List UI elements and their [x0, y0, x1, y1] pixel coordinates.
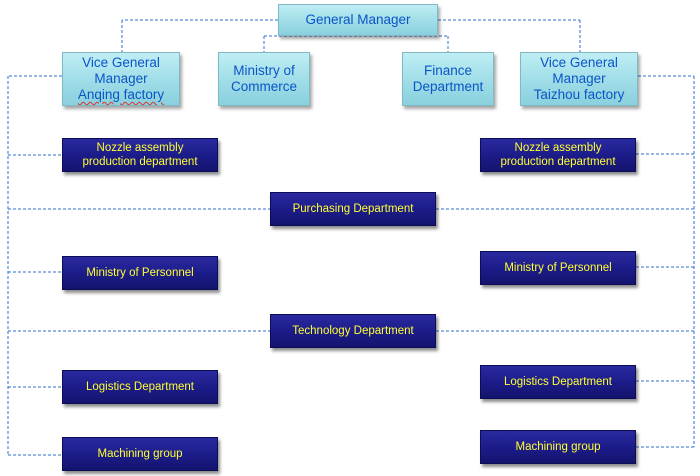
- right-nozzle-assembly-node[interactable]: Nozzle assembly production department: [480, 138, 636, 172]
- vgm-anqing-line1: Vice General: [82, 55, 160, 70]
- vgm-anqing-node[interactable]: Vice General Manager Anqing factory: [62, 52, 180, 106]
- right-logistics-label: Logistics Department: [503, 376, 613, 388]
- vgm-taizhou-line1: Vice General: [540, 55, 618, 70]
- finance-department-node[interactable]: Finance Department: [402, 52, 494, 106]
- ministry-commerce-line2: Commerce: [230, 79, 297, 94]
- vgm-taizhou-line2: Manager: [552, 71, 606, 86]
- technology-label: Technology Department: [292, 325, 414, 337]
- vgm-taizhou-node[interactable]: Vice General Manager Taizhou factory: [520, 52, 638, 106]
- left-nozzle-line1: Nozzle assembly: [96, 142, 184, 154]
- left-personnel-label: Ministry of Personnel: [86, 267, 194, 279]
- left-nozzle-line2: production department: [82, 156, 198, 168]
- right-ministry-personnel-node[interactable]: Ministry of Personnel: [480, 251, 636, 285]
- right-logistics-department-node[interactable]: Logistics Department: [480, 365, 636, 399]
- left-ministry-personnel-node[interactable]: Ministry of Personnel: [62, 256, 218, 290]
- purchasing-department-node[interactable]: Purchasing Department: [270, 192, 436, 226]
- vgm-taizhou-line3: Taizhou factory: [533, 87, 625, 102]
- left-logistics-label: Logistics Department: [85, 381, 195, 393]
- general-manager-label: General Manager: [305, 12, 411, 27]
- left-nozzle-assembly-node[interactable]: Nozzle assembly production department: [62, 138, 218, 172]
- right-personnel-label: Ministry of Personnel: [504, 262, 612, 274]
- purchasing-label: Purchasing Department: [292, 203, 414, 215]
- ministry-commerce-node[interactable]: Ministry of Commerce: [218, 52, 310, 106]
- left-logistics-department-node[interactable]: Logistics Department: [62, 370, 218, 404]
- finance-line1: Finance: [423, 63, 473, 78]
- right-machining-label: Machining group: [515, 441, 601, 453]
- left-machining-group-node[interactable]: Machining group: [62, 437, 218, 471]
- vgm-anqing-line2: Manager: [94, 71, 148, 86]
- right-nozzle-line1: Nozzle assembly: [514, 142, 602, 154]
- technology-department-node[interactable]: Technology Department: [270, 314, 436, 348]
- general-manager-node[interactable]: General Manager: [278, 4, 438, 36]
- right-nozzle-line2: production department: [500, 156, 616, 168]
- vgm-anqing-line3: Anqing factory: [77, 87, 165, 102]
- right-machining-group-node[interactable]: Machining group: [480, 430, 636, 464]
- finance-line2: Department: [412, 79, 484, 94]
- left-machining-label: Machining group: [97, 448, 183, 460]
- ministry-commerce-line1: Ministry of: [233, 63, 295, 78]
